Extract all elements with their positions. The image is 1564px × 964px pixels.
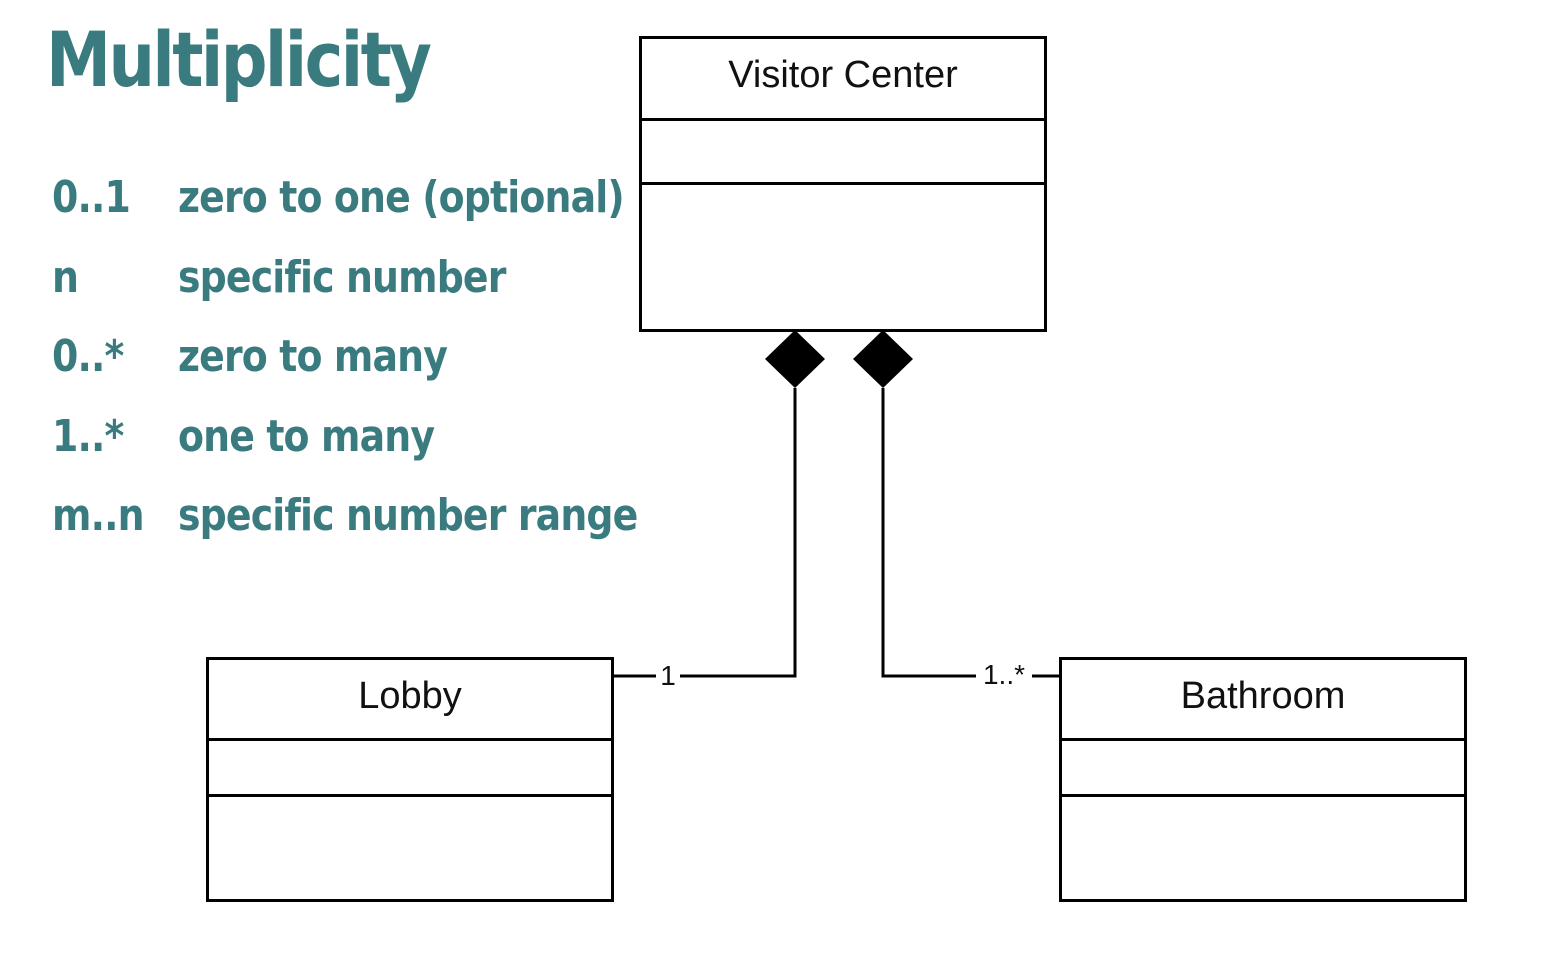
- legend-meaning: specific number: [178, 251, 506, 303]
- multiplicity-legend: 0..1 zero to one (optional) n specific num…: [52, 170, 712, 568]
- label-mask: [656, 660, 680, 692]
- page-title: Multiplicity: [46, 15, 432, 104]
- class-attributes: [642, 121, 1044, 185]
- legend-code: 0..1: [52, 172, 131, 223]
- legend-meaning: zero to many: [178, 331, 448, 382]
- legend-item: m..n specific number range: [52, 488, 712, 568]
- composition-diamond-bathroom: [853, 330, 913, 388]
- legend-meaning: specific number range: [178, 490, 638, 541]
- legend-item: 0..1 zero to one (optional): [52, 170, 712, 250]
- connector-line-bathroom: [881, 388, 1059, 678]
- class-name: Visitor Center: [642, 39, 1044, 121]
- class-attributes: [1062, 741, 1464, 797]
- class-lobby[interactable]: Lobby: [206, 657, 614, 902]
- class-bathroom[interactable]: Bathroom: [1059, 657, 1467, 902]
- class-name: Lobby: [209, 660, 611, 741]
- legend-code: 1..*: [52, 410, 124, 462]
- legend-meaning: one to many: [178, 410, 435, 462]
- legend-code: 0..*: [52, 331, 124, 382]
- composition-diamond-lobby: [765, 330, 825, 388]
- legend-meaning: zero to one (optional): [178, 172, 625, 223]
- class-visitor-center[interactable]: Visitor Center: [639, 36, 1047, 332]
- class-name: Bathroom: [1062, 660, 1464, 741]
- legend-item: 1..* one to many: [52, 409, 712, 489]
- connector-line-lobby: [612, 388, 797, 678]
- class-attributes: [209, 741, 611, 797]
- legend-item: 0..* zero to many: [52, 329, 712, 409]
- label-mask: [976, 658, 1032, 692]
- legend-item: n specific number: [52, 250, 712, 330]
- legend-code: n: [52, 251, 79, 303]
- multiplicity-label-lobby: 1: [660, 660, 676, 691]
- legend-code: m..n: [52, 490, 145, 541]
- multiplicity-label-bathroom: 1..*: [983, 659, 1025, 690]
